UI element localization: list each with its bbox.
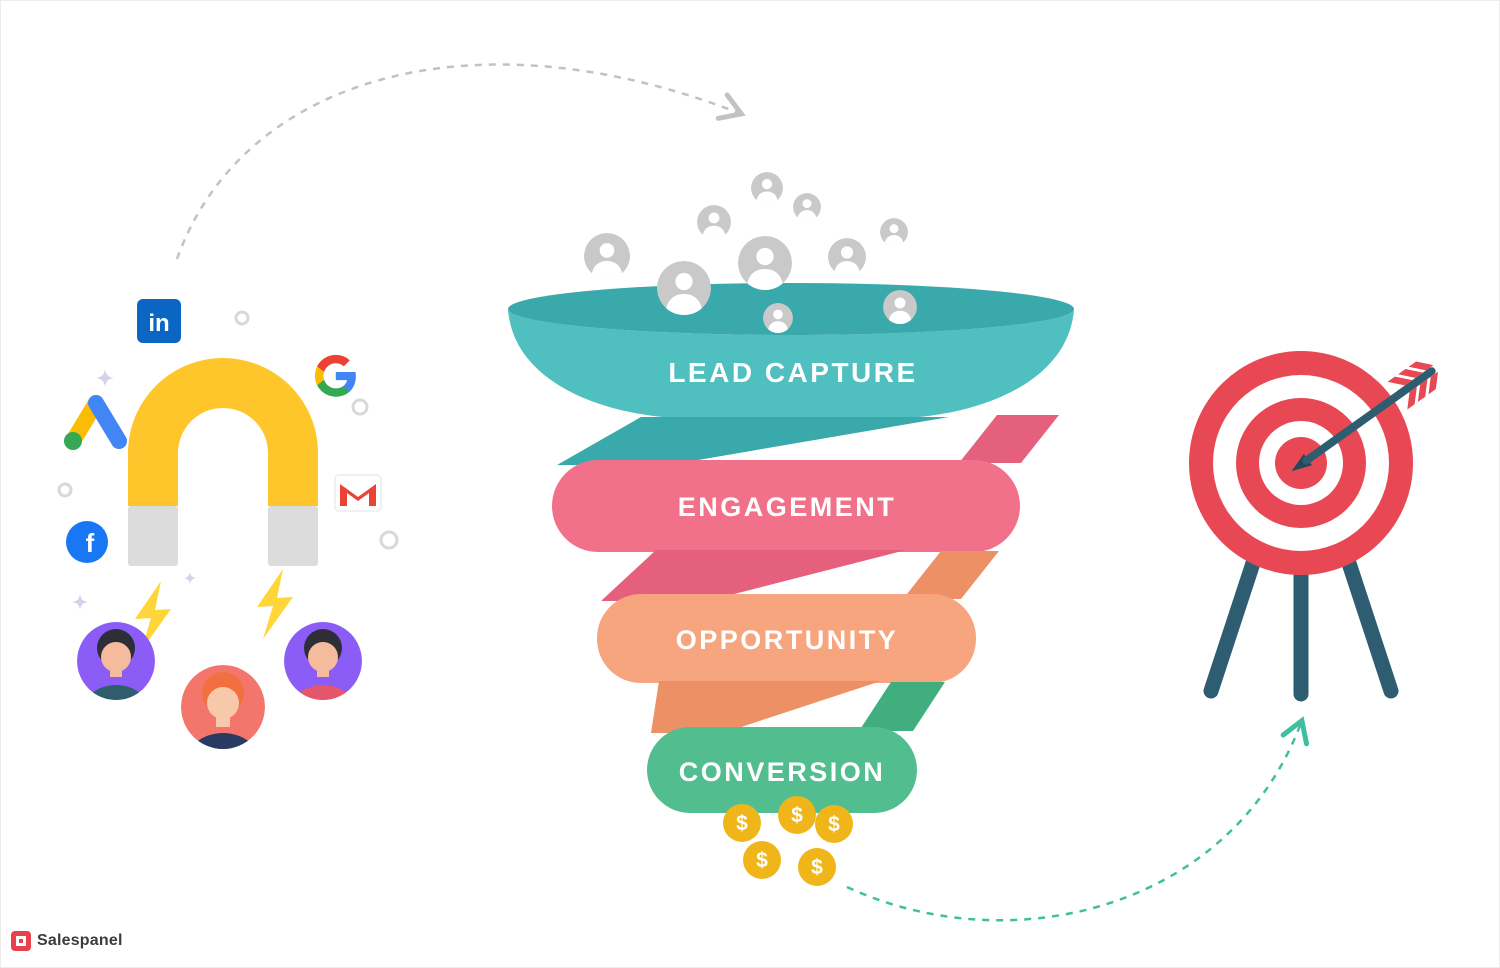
user-icon — [584, 233, 630, 279]
svg-text:in: in — [148, 310, 169, 337]
svg-text:$: $ — [791, 804, 803, 827]
user-icon — [738, 236, 792, 290]
salespanel-logo-icon — [11, 931, 31, 951]
magnet-icon — [128, 358, 318, 566]
svg-text:$: $ — [828, 813, 840, 836]
funnel-ribbon — [557, 417, 949, 465]
coin-icon: $ — [798, 848, 836, 886]
svg-text:$: $ — [811, 856, 823, 879]
google-ads-icon — [64, 395, 127, 450]
coin-icon: $ — [723, 804, 761, 842]
lightning-icon — [135, 581, 171, 651]
sparkle-icon — [183, 571, 197, 585]
funnel-stage-label: OPPORTUNITY — [676, 625, 899, 655]
funnel-stage-label: ENGAGEMENT — [678, 492, 897, 522]
sparkle-icon — [96, 369, 114, 387]
funnel-stage-label: LEAD CAPTURE — [668, 357, 917, 388]
funnel-stage-lead-capture — [508, 309, 1074, 419]
google-icon — [314, 354, 356, 397]
decor-ring — [351, 398, 369, 416]
dashed-arrow-conversion-to-target — [846, 716, 1310, 922]
svg-text:$: $ — [736, 812, 748, 835]
funnel-ribbon — [601, 550, 906, 601]
user-icon — [763, 303, 793, 333]
avatar — [181, 665, 265, 749]
conversion-coins: $ $ $ $ $ — [723, 796, 853, 886]
salespanel-logo-text: Salespanel — [37, 932, 123, 949]
gmail-icon — [334, 474, 382, 512]
sparkle-icon — [71, 593, 89, 611]
decor-ring — [234, 310, 250, 326]
funnel: LEAD CAPTURE ENGAGEMENT OPPORTUNITY CONV… — [508, 283, 1074, 813]
svg-text:f: f — [86, 528, 95, 558]
coin-icon: $ — [815, 805, 853, 843]
target-leg — [1337, 543, 1399, 699]
user-icon — [828, 238, 866, 276]
user-icon — [657, 261, 711, 315]
dashed-arrow-sources-to-funnel — [175, 63, 746, 260]
lightning-icon — [257, 569, 293, 639]
funnel-stage-label: CONVERSION — [679, 757, 886, 787]
linkedin-icon: in — [137, 299, 181, 343]
funnel-ribbon — [651, 681, 881, 733]
funnel-ribbon — [903, 551, 999, 599]
decor-ring — [379, 530, 399, 550]
user-icon — [697, 205, 731, 239]
svg-text:$: $ — [756, 849, 768, 872]
funnel-ribbon — [959, 415, 1059, 463]
funnel-ribbon — [859, 682, 945, 731]
user-icon — [793, 193, 821, 221]
funnel-stage-engagement — [552, 460, 1020, 552]
funnel-stage-conversion — [647, 727, 917, 813]
coin-icon: $ — [743, 841, 781, 879]
lead-magnet-cluster: in f — [57, 299, 399, 749]
avatar — [284, 622, 362, 700]
facebook-icon: f — [66, 521, 108, 563]
coin-icon: $ — [778, 796, 816, 834]
user-icon — [883, 290, 917, 324]
salespanel-logo: Salespanel — [11, 931, 123, 951]
user-icon — [751, 172, 783, 204]
avatar — [77, 622, 155, 700]
decor-ring — [57, 482, 73, 498]
target-leg — [1203, 543, 1265, 699]
user-icon — [880, 218, 908, 246]
funnel-rim — [508, 283, 1074, 335]
arrow-icon — [1291, 361, 1439, 472]
funnel-stage-opportunity — [597, 594, 976, 683]
target-icon — [1189, 351, 1439, 702]
